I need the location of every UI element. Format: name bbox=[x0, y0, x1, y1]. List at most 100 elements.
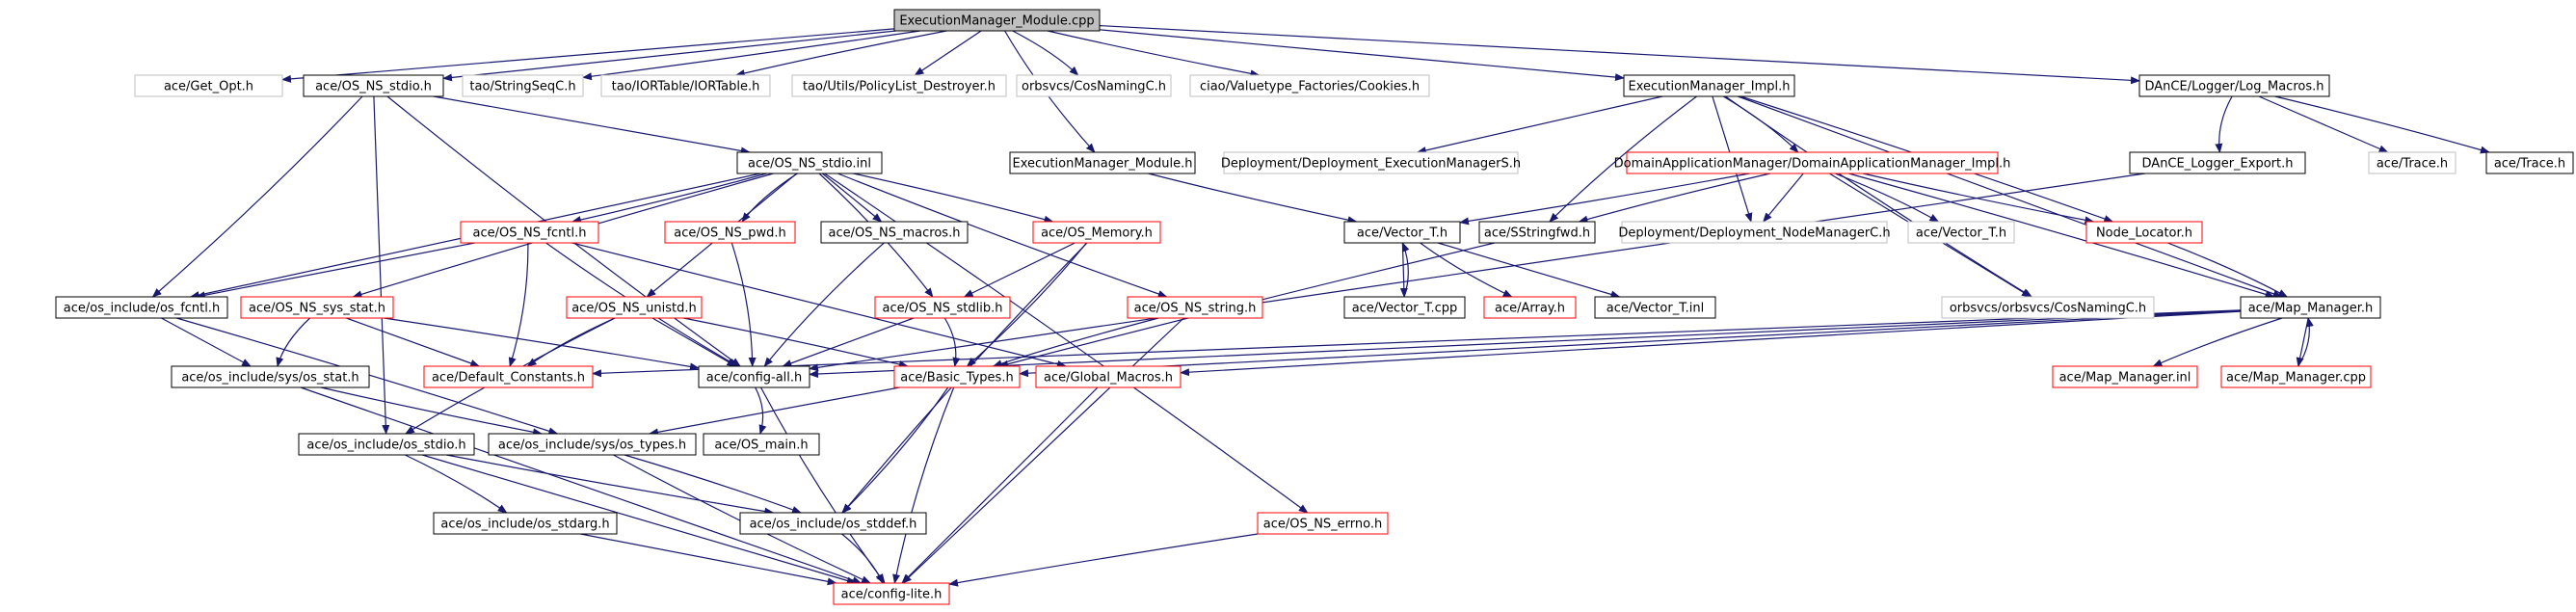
node-label: DAnCE_Logger_Export.h bbox=[2142, 157, 2294, 172]
node-box bbox=[893, 9, 1101, 32]
node-box bbox=[893, 365, 1021, 388]
node-os_ns_unistd[interactable]: ace/OS_NS_unistd.h bbox=[566, 296, 703, 319]
node-root[interactable]: ExecutionManager_Module.cpp bbox=[893, 9, 1101, 32]
node-label: ace/OS_NS_macros.h bbox=[829, 226, 961, 241]
edge-root-to-stringseqc bbox=[582, 30, 920, 81]
edge-root-to-cookies bbox=[1047, 30, 1261, 78]
node-os_memory[interactable]: ace/OS_Memory.h bbox=[1032, 221, 1161, 244]
node-stringseqc[interactable]: tao/StringSeqC.h bbox=[462, 74, 584, 97]
node-os_ns_errno[interactable]: ace/OS_NS_errno.h bbox=[1257, 512, 1389, 535]
node-label: orbsvcs/CosNamingC.h bbox=[1022, 80, 1166, 94]
node-os_include_stddef[interactable]: ace/os_include/os_stddef.h bbox=[739, 512, 927, 535]
node-label: ace/Basic_Types.h bbox=[900, 371, 1013, 386]
node-box bbox=[1257, 512, 1389, 535]
node-dance_logger_export[interactable]: DAnCE_Logger_Export.h bbox=[2129, 151, 2306, 174]
node-label: ace/OS_NS_unistd.h bbox=[571, 302, 697, 316]
edge-vector_t_cpp-to-vector_t_h bbox=[1401, 242, 1410, 298]
node-vector_t_h2[interactable]: ace/Vector_T.h bbox=[1907, 221, 2015, 244]
node-get_opt[interactable]: ace/Get_Opt.h bbox=[134, 74, 283, 97]
node-label: ace/Vector_T.h bbox=[1357, 226, 1447, 241]
edge-vector_t_h-to-vector_t_inl bbox=[1437, 242, 1621, 299]
node-os_ns_string[interactable]: ace/OS_NS_string.h bbox=[1127, 296, 1263, 319]
node-os_include_sys_types[interactable]: ace/os_include/sys/os_types.h bbox=[488, 433, 697, 456]
node-label: ace/OS_NS_sys_stat.h bbox=[249, 302, 385, 316]
node-cookies[interactable]: ciao/Valuetype_Factories/Cookies.h bbox=[1189, 74, 1430, 97]
node-trace2[interactable]: ace/Trace.h bbox=[2485, 151, 2574, 174]
node-map_manager_inl[interactable]: ace/Map_Manager.inl bbox=[2052, 365, 2198, 388]
node-os_ns_fcntl[interactable]: ace/OS_NS_fcntl.h bbox=[460, 221, 599, 244]
node-os_include_fcntl[interactable]: ace/os_include/os_fcntl.h bbox=[55, 296, 228, 319]
node-deploy_nmC[interactable]: Deployment/Deployment_NodeManagerC.h bbox=[1618, 221, 1891, 244]
node-label: ace/SStringfwd.h bbox=[1484, 226, 1590, 241]
edge-dam_impl-to-sstringfwd bbox=[1578, 173, 1771, 224]
node-label: ace/OS_NS_stdlib.h bbox=[883, 302, 1003, 316]
edge-os_include_stdio-to-os_include_stdarg bbox=[405, 454, 508, 514]
node-label: ace/os_include/sys/os_stat.h bbox=[181, 371, 359, 386]
node-box bbox=[1907, 221, 2015, 244]
node-config_all[interactable]: ace/config-all.h bbox=[698, 365, 810, 388]
node-os_ns_macros[interactable]: ace/OS_NS_macros.h bbox=[820, 221, 969, 244]
edge-os_ns_stdlib-to-config_all bbox=[782, 317, 915, 367]
node-box bbox=[488, 433, 697, 456]
edge-basic_types-to-os_include_stddef bbox=[841, 386, 949, 514]
edge-os_include_fcntl-to-os_include_sys_types bbox=[176, 317, 559, 436]
node-os_ns_pwd[interactable]: ace/OS_NS_pwd.h bbox=[664, 221, 796, 244]
node-label: ace/os_include/os_stdio.h bbox=[306, 439, 465, 453]
node-os_main[interactable]: ace/OS_main.h bbox=[703, 433, 820, 456]
node-basic_types[interactable]: ace/Basic_Types.h bbox=[893, 365, 1021, 388]
edge-root-to-iortable bbox=[734, 30, 947, 77]
node-label: Deployment/Deployment_ExecutionManagerS.… bbox=[1221, 157, 1521, 172]
node-os_ns_stdio_h[interactable]: ace/OS_NS_stdio.h bbox=[303, 74, 444, 97]
node-os_include_stdio[interactable]: ace/os_include/os_stdio.h bbox=[298, 433, 475, 456]
node-default_constants[interactable]: ace/Default_Constants.h bbox=[423, 365, 594, 388]
edge-os_include_sys_stat-to-config_lite bbox=[300, 386, 863, 584]
node-iortable[interactable]: tao/IORTable/IORTable.h bbox=[600, 74, 771, 97]
node-box bbox=[134, 74, 283, 97]
node-array_h[interactable]: ace/Array.h bbox=[1483, 296, 1577, 319]
node-os_include_stdarg[interactable]: ace/os_include/os_stdarg.h bbox=[433, 512, 618, 535]
edge-root-to-log_macros bbox=[1099, 25, 2140, 85]
node-global_macros[interactable]: ace/Global_Macros.h bbox=[1035, 365, 1182, 388]
edge-os_ns_fcntl-to-default_constants bbox=[508, 242, 529, 367]
node-map_manager_cpp[interactable]: ace/Map_Manager.cpp bbox=[2220, 365, 2372, 388]
edge-log_macros-to-trace1 bbox=[2258, 95, 2389, 153]
node-label: DAnCE/Logger/Log_Macros.h bbox=[2145, 80, 2324, 94]
node-os_ns_stdlib[interactable]: ace/OS_NS_stdlib.h bbox=[874, 296, 1011, 319]
node-vector_t_cpp[interactable]: ace/Vector_T.cpp bbox=[1343, 296, 1466, 319]
node-sstringfwd[interactable]: ace/SStringfwd.h bbox=[1478, 221, 1596, 244]
edge-vector_t_h-to-vector_t_cpp bbox=[1399, 242, 1408, 298]
node-vector_t_inl[interactable]: ace/Vector_T.inl bbox=[1594, 296, 1716, 319]
edge-os_include_stdio-to-os_include_stddef bbox=[446, 454, 775, 516]
node-label: ace/Get_Opt.h bbox=[164, 80, 253, 94]
node-box bbox=[1189, 74, 1430, 97]
node-label: ace/Vector_T.h bbox=[1916, 226, 2006, 241]
node-policylist[interactable]: tao/Utils/PolicyList_Destroyer.h bbox=[791, 74, 1007, 97]
node-os_ns_sys_stat[interactable]: ace/OS_NS_sys_stat.h bbox=[240, 296, 394, 319]
node-cosnamingc[interactable]: orbsvcs/CosNamingC.h bbox=[1016, 74, 1172, 97]
node-os_ns_stdio_inl[interactable]: ace/OS_NS_stdio.inl bbox=[736, 151, 883, 174]
node-config_lite[interactable]: ace/config-lite.h bbox=[833, 582, 950, 605]
node-box bbox=[1626, 151, 1999, 174]
node-node_locator[interactable]: Node_Locator.h bbox=[2085, 221, 2203, 244]
edge-os_ns_stdio_h-to-os_include_fcntl bbox=[151, 95, 363, 298]
node-log_macros[interactable]: DAnCE/Logger/Log_Macros.h bbox=[2138, 74, 2330, 97]
node-dam_impl[interactable]: DomainApplicationManager/DomainApplicati… bbox=[1614, 151, 2011, 174]
edge-basic_types-to-os_include_sys_types bbox=[649, 386, 900, 437]
node-box bbox=[171, 365, 370, 388]
node-box bbox=[703, 433, 820, 456]
node-trace1[interactable]: ace/Trace.h bbox=[2368, 151, 2456, 174]
node-orbsvcs_cosnaming[interactable]: orbsvcs/orbsvcs/CosNamingC.h bbox=[1941, 296, 2155, 319]
node-label: ace/Map_Manager.inl bbox=[2059, 371, 2191, 386]
node-em_module_h[interactable]: ExecutionManager_Module.h bbox=[1009, 151, 1196, 174]
node-os_include_sys_stat[interactable]: ace/os_include/sys/os_stat.h bbox=[171, 365, 370, 388]
edge-os_ns_string-to-basic_types bbox=[992, 317, 1159, 367]
node-deploy_emS[interactable]: Deployment/Deployment_ExecutionManagerS.… bbox=[1221, 151, 1521, 174]
node-em_impl[interactable]: ExecutionManager_Impl.h bbox=[1623, 74, 1795, 97]
edge-dam_impl-to-node_locator bbox=[1862, 173, 2095, 225]
node-map_manager_h[interactable]: ace/Map_Manager.h bbox=[2240, 296, 2381, 319]
edge-vector_t_h-to-array_h bbox=[1420, 242, 1513, 298]
node-vector_t_h[interactable]: ace/Vector_T.h bbox=[1343, 221, 1461, 244]
edge-root-to-os_ns_stdio_h bbox=[442, 30, 896, 82]
node-box bbox=[423, 365, 594, 388]
